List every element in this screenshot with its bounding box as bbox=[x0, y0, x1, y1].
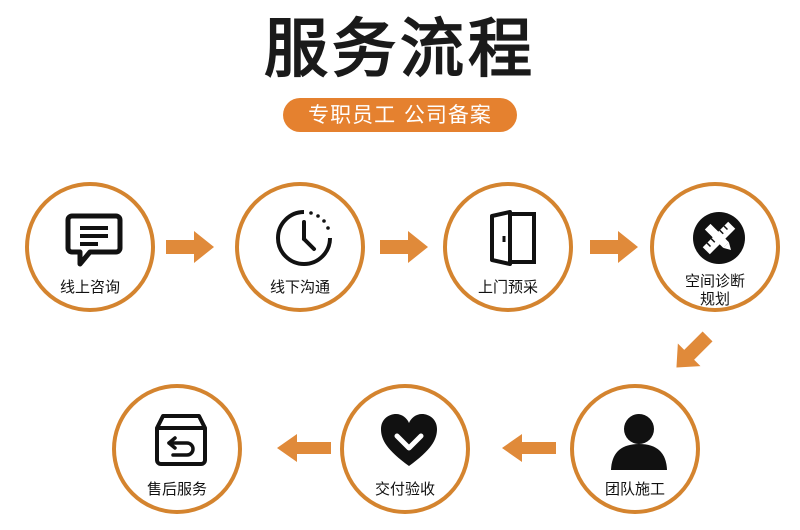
step-label: 团队施工 bbox=[604, 480, 665, 498]
step-team-construction: 团队施工 bbox=[570, 384, 700, 514]
chat-icon bbox=[65, 213, 123, 267]
step-label: 空间诊断 bbox=[684, 272, 745, 290]
person-icon bbox=[611, 414, 667, 470]
door-icon bbox=[490, 210, 536, 266]
step-onsite-survey: 上门预采 bbox=[443, 182, 573, 312]
subtitle-badge: 专职员工 公司备案 bbox=[283, 98, 517, 132]
step-label: 线上咨询 bbox=[59, 278, 120, 296]
step-after-sales: 售后服务 bbox=[112, 384, 242, 514]
return-box-icon bbox=[155, 414, 207, 466]
ruler-pencil-icon bbox=[693, 212, 745, 264]
arrow-right-icon bbox=[166, 231, 214, 263]
step-label: 售后服务 bbox=[146, 480, 207, 498]
arrow-left-icon bbox=[277, 434, 331, 462]
step-offline-communication: 线下沟通 bbox=[235, 182, 365, 312]
step-online-consult: 线上咨询 bbox=[25, 182, 155, 312]
step-label: 线下沟通 bbox=[269, 278, 330, 296]
step-space-diagnosis: 空间诊断 规划 bbox=[650, 182, 780, 312]
page-title: 服务流程 bbox=[264, 13, 536, 87]
step-label: 规划 bbox=[699, 290, 730, 308]
step-delivery-acceptance: 交付验收 bbox=[340, 384, 470, 514]
arrow-down-left-icon bbox=[676, 331, 713, 368]
arrow-right-icon bbox=[380, 231, 428, 263]
clock-icon bbox=[276, 210, 332, 266]
arrow-right-icon bbox=[590, 231, 638, 263]
step-label: 交付验收 bbox=[374, 480, 435, 498]
step-label: 上门预采 bbox=[477, 278, 538, 296]
heart-check-icon bbox=[381, 414, 437, 466]
arrow-left-icon bbox=[502, 434, 556, 462]
